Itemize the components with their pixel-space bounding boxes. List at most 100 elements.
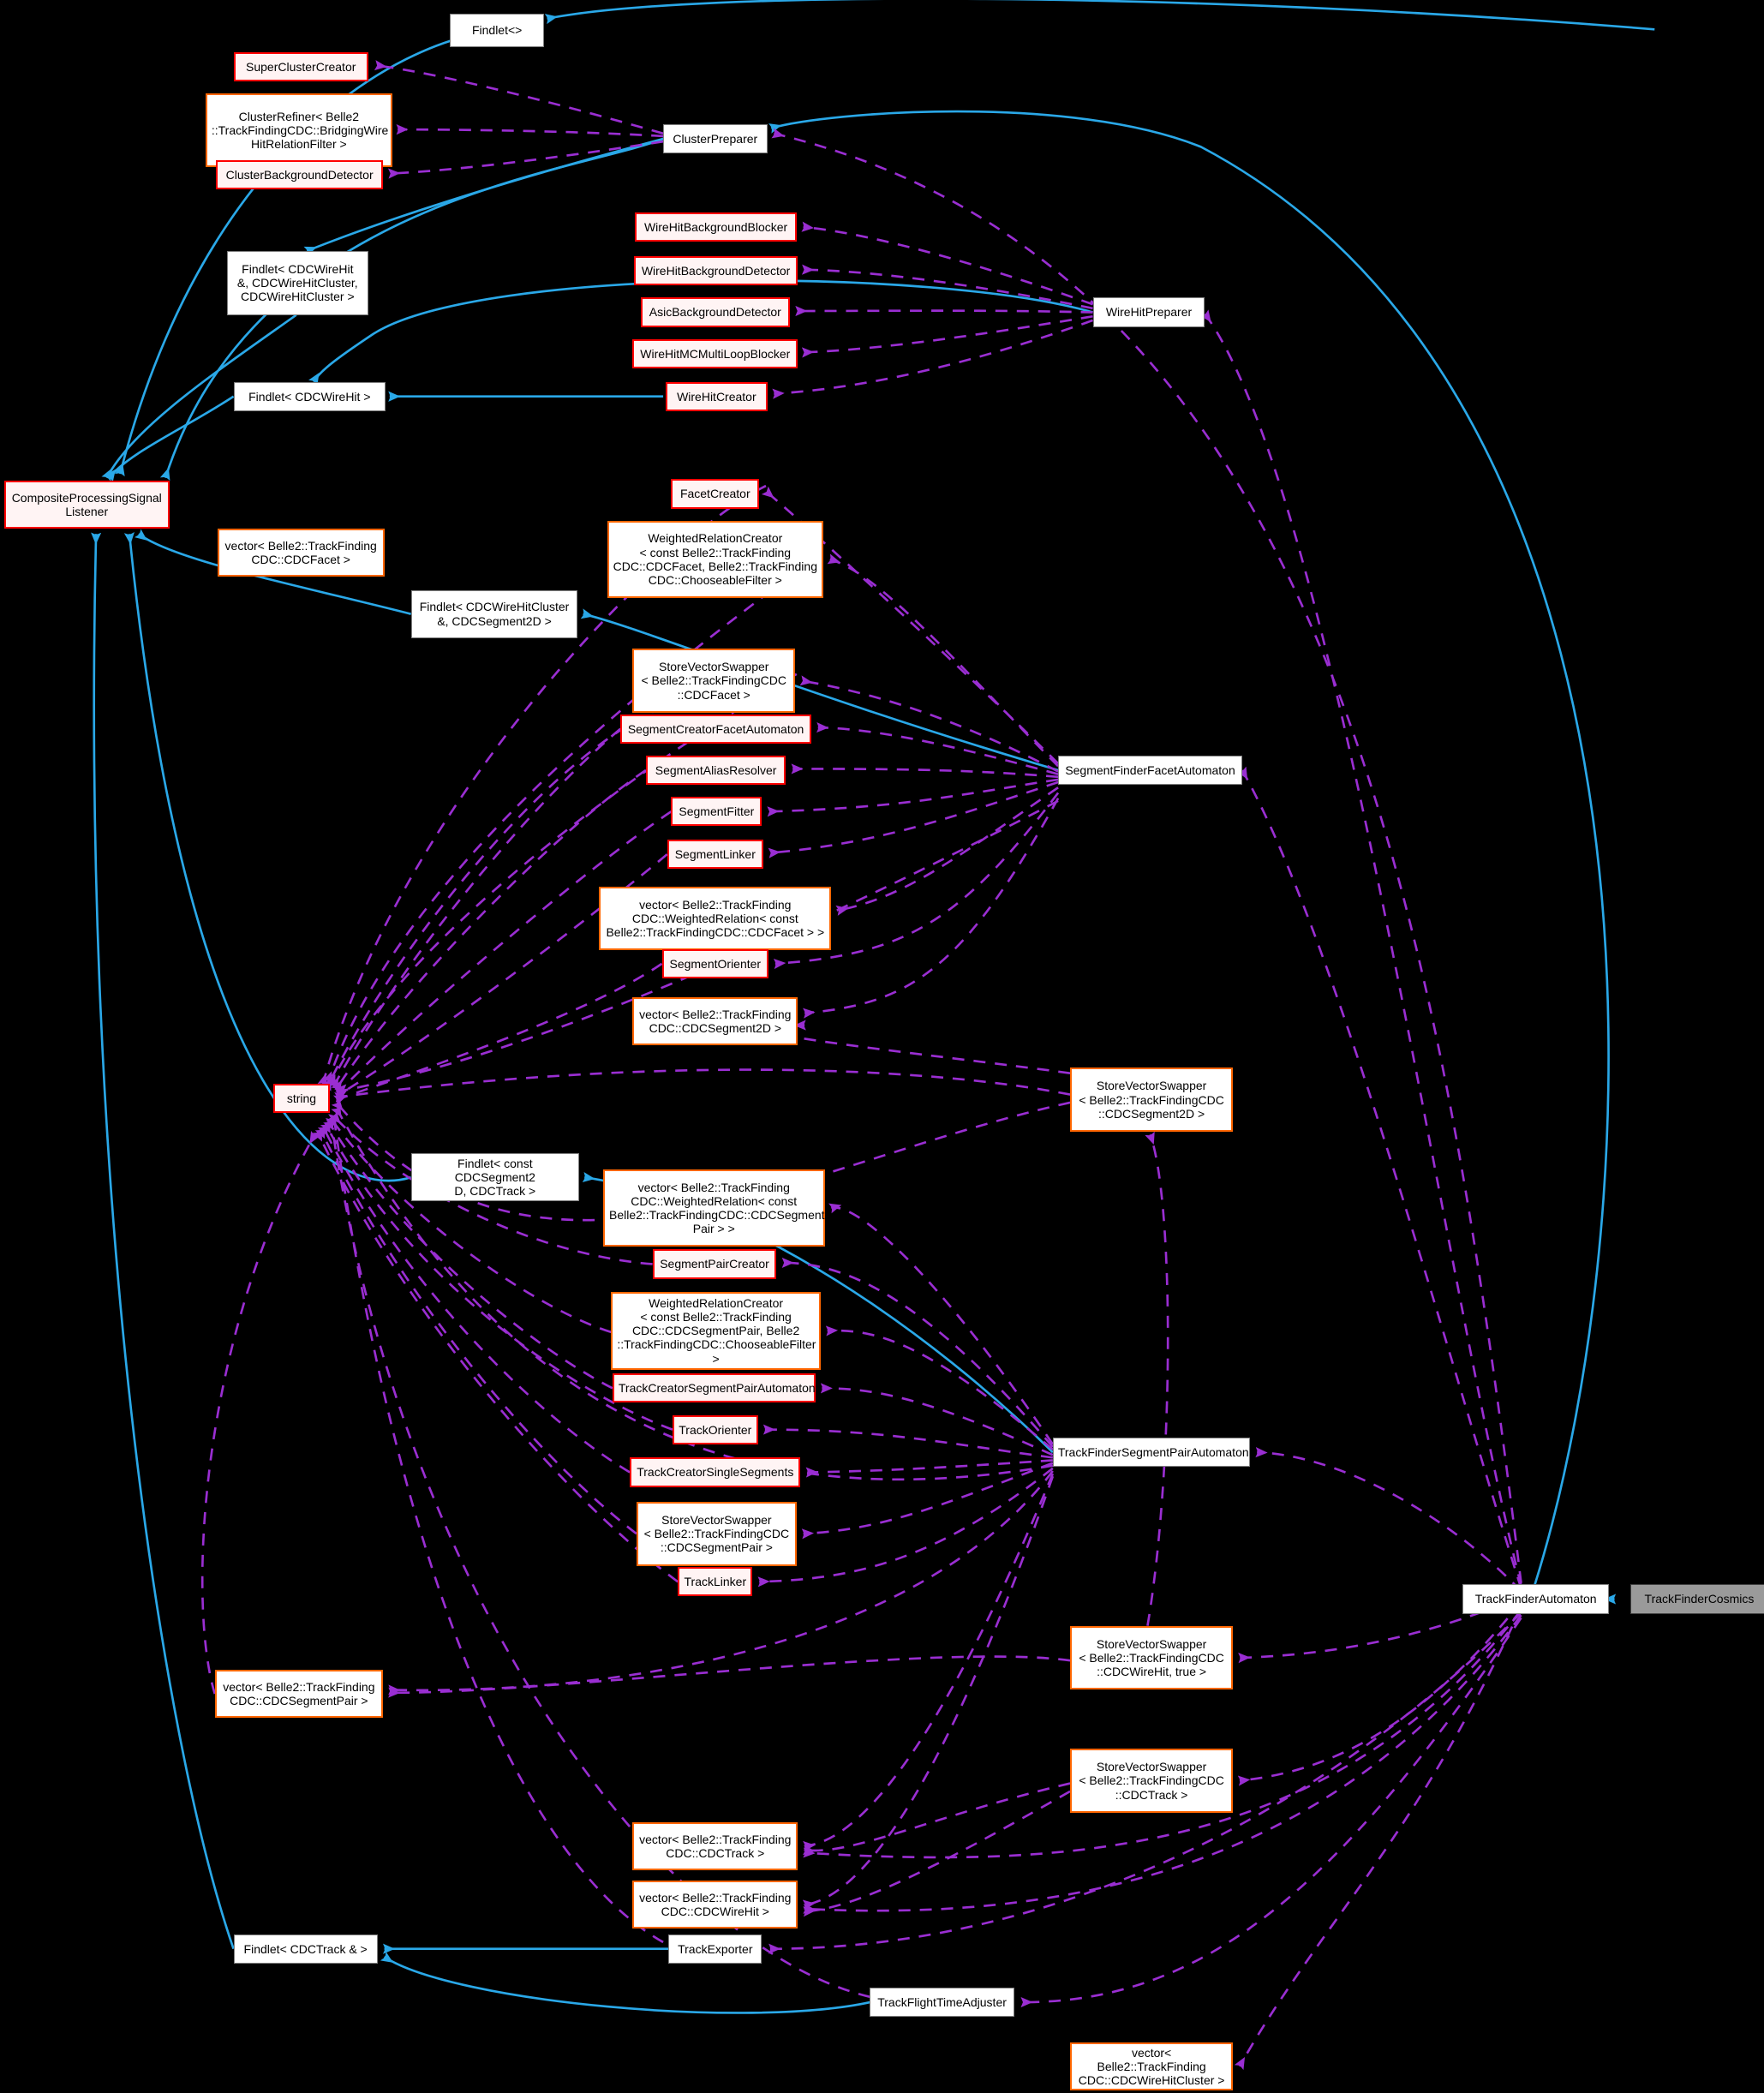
class-node-storevectorswapper-segmentpair[interactable]: StoreVectorSwapper < Belle2::TrackFindin… [636,1501,797,1566]
class-node-label: SegmentLinker [674,847,756,862]
class-node-track-creator-single-segments[interactable]: TrackCreatorSingleSegments [630,1457,801,1487]
class-node-wirehit-background-detector[interactable]: WireHitBackgroundDetector [633,256,798,286]
class-node-segment-creator-facet-automaton[interactable]: SegmentCreatorFacetAutomaton [620,714,811,744]
usage-edges [200,60,1522,2071]
class-node-label: TrackFlightTimeAdjuster [877,1994,1007,2009]
class-node-label: TrackOrienter [679,1422,752,1437]
class-node-vector-cdcfacet[interactable]: vector< Belle2::TrackFinding CDC::CDCFac… [217,528,385,577]
class-node-label: TrackFinderSegmentPairAutomaton [1057,1445,1249,1460]
class-node-label: SegmentFinderFacetAutomaton [1065,762,1235,777]
class-node-label: vector< Belle2::TrackFinding CDC::CDCWir… [1078,2045,1225,2088]
class-node-storevectorswapper-cdcwirehit-true[interactable]: StoreVectorSwapper < Belle2::TrackFindin… [1070,1625,1234,1690]
class-node-label: WireHitCreator [677,389,756,404]
class-node-storevectorswapper-cdctrack[interactable]: StoreVectorSwapper < Belle2::TrackFindin… [1070,1749,1234,1813]
class-node-label: SegmentCreatorFacetAutomaton [627,721,804,736]
class-node-wirehit-background-blocker[interactable]: WireHitBackgroundBlocker [635,212,797,242]
class-node-label: WireHitMCMultiLoopBlocker [640,346,791,361]
class-node-weighted-relation-creator-facet[interactable]: WeightedRelationCreator < const Belle2::… [607,520,823,598]
class-node-super-cluster-creator[interactable]: SuperClusterCreator [233,51,368,82]
class-node-label: WireHitBackgroundDetector [641,264,791,278]
class-node-label: TrackCreatorSingleSegments [637,1465,794,1480]
class-node-track-finder-automaton[interactable]: TrackFinderAutomaton [1462,1584,1610,1614]
class-node-label: Findlet< CDCTrack & > [243,1941,368,1956]
class-node-label: TrackFinderCosmics [1644,1592,1755,1606]
class-node-label: StoreVectorSwapper < Belle2::TrackFindin… [643,1512,790,1555]
class-node-label: vector< Belle2::TrackFinding CDC::CDCFac… [224,538,377,566]
class-node-label: TrackExporter [678,1941,753,1956]
class-node-findlet-cdctrack-ref[interactable]: Findlet< CDCTrack & > [233,1934,378,1964]
class-node-storevectorswapper-facet[interactable]: StoreVectorSwapper < Belle2::TrackFindin… [632,649,796,713]
class-node-segment-pair-creator[interactable]: SegmentPairCreator [652,1249,777,1279]
class-node-cluster-refiner[interactable]: ClusterRefiner< Belle2 ::TrackFindingCDC… [205,93,392,167]
class-node-label: StoreVectorSwapper < Belle2::TrackFindin… [1079,1636,1224,1679]
class-node-weighted-relation-creator-segmentpair[interactable]: WeightedRelationCreator < const Belle2::… [611,1292,821,1370]
class-node-findlet-const-segment2d-track[interactable]: Findlet< const CDCSegment2 D, CDCTrack > [410,1153,579,1202]
class-node-segment-alias-resolver[interactable]: SegmentAliasResolver [645,755,786,786]
class-node-label: vector< Belle2::TrackFinding CDC::CDCSeg… [223,1679,375,1708]
class-node-segment-finder-facet-automaton[interactable]: SegmentFinderFacetAutomaton [1058,755,1242,786]
class-node-label: vector< Belle2::TrackFinding CDC::Weight… [608,1180,825,1236]
class-node-label: Findlet<> [471,22,523,37]
class-node-label: WireHitBackgroundBlocker [643,219,788,234]
class-node-label: ClusterRefiner< Belle2 ::TrackFindingCDC… [211,109,389,152]
class-node-label: Findlet< CDCWireHitCluster &, CDCSegment… [419,600,570,628]
class-node-findlet-cluster-segment2d[interactable]: Findlet< CDCWireHitCluster &, CDCSegment… [410,589,578,638]
class-node-label: WireHitPreparer [1105,305,1193,320]
class-node-vector-cdcsegmentpair[interactable]: vector< Belle2::TrackFinding CDC::CDCSeg… [214,1670,383,1719]
class-node-wirehit-preparer[interactable]: WireHitPreparer [1092,297,1205,327]
class-node-label: ClusterPreparer [673,131,758,146]
class-node-storevectorswapper-segment2d[interactable]: StoreVectorSwapper < Belle2::TrackFindin… [1070,1067,1234,1133]
class-node-label: TrackFinderAutomaton [1474,1592,1597,1606]
class-node-label: SegmentPairCreator [660,1257,769,1271]
class-node-track-linker[interactable]: TrackLinker [678,1567,753,1597]
class-node-label: Findlet< CDCWireHit &, CDCWireHitCluster… [236,261,358,304]
class-node-segment-linker[interactable]: SegmentLinker [667,840,763,870]
class-node-label: WeightedRelationCreator < const Belle2::… [613,531,817,588]
class-node-track-creator-segmentpair-automaton[interactable]: TrackCreatorSegmentPairAutomaton [612,1373,816,1403]
class-node-findlet-cdcwirehit[interactable]: Findlet< CDCWireHit > [233,381,386,411]
class-node-label: StoreVectorSwapper < Belle2::TrackFindin… [1079,1079,1224,1121]
class-node-vector-cdctrack[interactable]: vector< Belle2::TrackFinding CDC::CDCTra… [632,1821,798,1870]
class-node-track-finder-segmentpair-automaton[interactable]: TrackFinderSegmentPairAutomaton [1052,1438,1251,1468]
class-node-label: vector< Belle2::TrackFinding CDC::CDCWir… [639,1891,792,1919]
class-node-vector-cdcwirehit[interactable]: vector< Belle2::TrackFinding CDC::CDCWir… [632,1881,798,1929]
class-node-label: StoreVectorSwapper < Belle2::TrackFindin… [1079,1760,1224,1802]
class-node-label: Findlet< const CDCSegment2 D, CDCTrack > [454,1156,536,1199]
class-node-label: TrackCreatorSegmentPairAutomaton [618,1381,816,1396]
class-node-findlet-void[interactable]: Findlet<> [449,13,545,47]
class-node-label: FacetCreator [679,487,750,501]
class-node-label: StoreVectorSwapper < Belle2::TrackFindin… [641,660,786,702]
class-node-string[interactable]: string [273,1084,330,1114]
class-node-label: SegmentFitter [679,804,755,819]
class-node-label: SuperClusterCreator [246,59,356,74]
class-node-segment-fitter[interactable]: SegmentFitter [671,797,762,827]
class-node-label: TrackLinker [684,1575,747,1589]
class-node-vector-cdcsegment2d[interactable]: vector< Belle2::TrackFinding CDC::CDCSeg… [632,996,798,1045]
class-node-facet-creator[interactable]: FacetCreator [671,479,760,509]
class-node-track-flight-time-adjuster[interactable]: TrackFlightTimeAdjuster [870,1987,1014,2018]
class-node-track-finder-cosmics[interactable]: TrackFinderCosmics [1630,1584,1764,1614]
class-node-vector-wr-segmentpair[interactable]: vector< Belle2::TrackFinding CDC::Weight… [602,1169,825,1247]
class-node-wirehit-creator[interactable]: WireHitCreator [666,381,768,411]
class-node-composite-processing-signal-listener[interactable]: CompositeProcessingSignal Listener [3,480,170,529]
class-node-label: vector< Belle2::TrackFinding CDC::CDCTra… [639,1832,792,1860]
class-node-label: WeightedRelationCreator < const Belle2::… [617,1295,816,1366]
class-node-label: vector< Belle2::TrackFinding CDC::CDCSeg… [639,1007,792,1035]
class-node-vector-cdcwirehitcluster[interactable]: vector< Belle2::TrackFinding CDC::CDCWir… [1070,2042,1234,2091]
class-node-track-exporter[interactable]: TrackExporter [668,1934,762,1964]
class-node-label: SegmentOrienter [669,956,762,971]
class-node-track-orienter[interactable]: TrackOrienter [672,1414,758,1444]
class-node-asic-background-detector[interactable]: AsicBackgroundDetector [640,297,791,327]
class-node-vector-wr-cdcfacet[interactable]: vector< Belle2::TrackFinding CDC::Weight… [599,886,832,951]
class-node-label: AsicBackgroundDetector [649,305,781,320]
class-node-label: vector< Belle2::TrackFinding CDC::Weight… [606,897,825,940]
class-node-segment-orienter[interactable]: SegmentOrienter [661,948,769,979]
class-node-wirehit-mc-multiloop[interactable]: WireHitMCMultiLoopBlocker [632,338,798,368]
class-node-findlet-wirehit-cluster[interactable]: Findlet< CDCWireHit &, CDCWireHitCluster… [226,250,368,315]
class-node-label: CompositeProcessingSignal Listener [11,490,162,518]
class-node-cluster-preparer[interactable]: ClusterPreparer [663,123,768,154]
class-node-label: Findlet< CDCWireHit > [248,389,371,404]
class-node-label: SegmentAliasResolver [655,762,777,777]
class-node-cluster-background-detector[interactable]: ClusterBackgroundDetector [216,159,383,190]
